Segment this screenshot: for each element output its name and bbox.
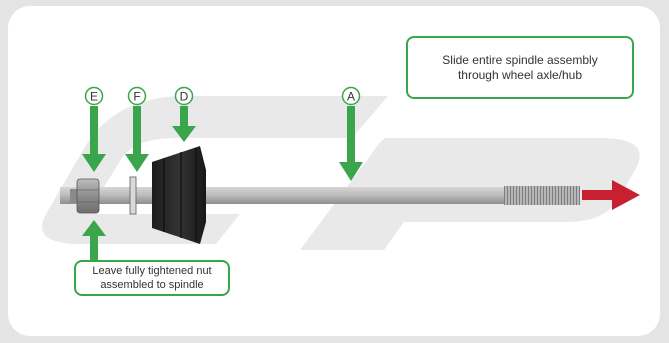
washer-part-f (129, 176, 137, 215)
arrow-e-icon (82, 106, 106, 172)
nut-part-e (70, 178, 100, 214)
slide-instruction-callout: Slide entire spindle assembly through wh… (406, 36, 634, 99)
direction-arrow-icon (582, 180, 640, 210)
svg-text:F: F (133, 90, 140, 104)
nut-instruction-line1: Leave fully tightened nut (92, 265, 212, 277)
watermark-logo (42, 96, 640, 250)
arrow-nut-up-icon (82, 220, 106, 260)
nut-instruction-line2: assembled to spindle (100, 279, 204, 291)
roller-part-d (152, 146, 206, 244)
part-label-a: A (341, 86, 361, 106)
arrow-d-icon (172, 106, 196, 142)
spindle-thread (504, 186, 580, 205)
spindle-rod (60, 187, 505, 204)
arrow-f-icon (125, 106, 149, 172)
svg-text:D: D (180, 90, 189, 104)
part-label-d: D (174, 86, 194, 106)
svg-text:E: E (90, 90, 98, 104)
slide-instruction-line2: through wheel axle/hub (457, 67, 583, 82)
arrow-a-icon (339, 106, 363, 181)
svg-text:A: A (347, 90, 355, 104)
nut-instruction-callout: Leave fully tightened nut assembled to s… (74, 260, 230, 296)
part-label-e: E (84, 86, 104, 106)
part-label-f: F (127, 86, 147, 106)
slide-instruction-line1: Slide entire spindle assembly (442, 52, 598, 67)
pointer-arrows (82, 106, 363, 260)
